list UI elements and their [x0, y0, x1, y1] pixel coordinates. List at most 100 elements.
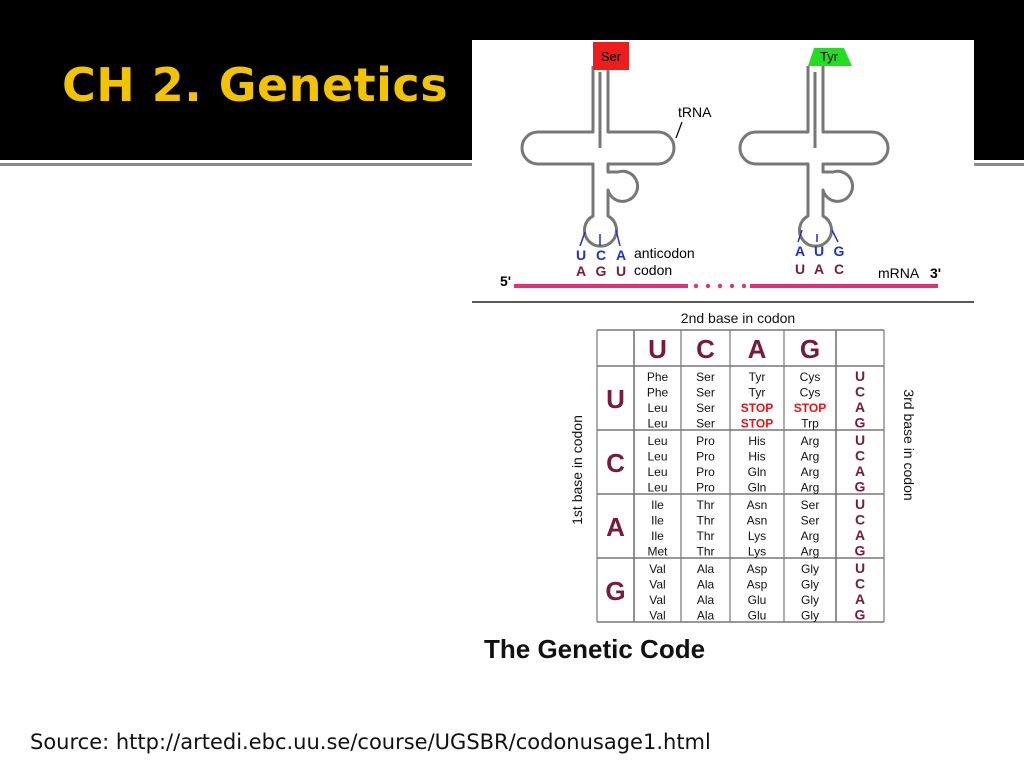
amino-acid: Arg [801, 450, 820, 464]
genetic-code-figure: Ser U C A A G U tRNA anticodon codon Tyr… [472, 40, 974, 680]
source-citation: Source: http://artedi.ebc.uu.se/course/U… [30, 730, 711, 754]
second-base-header: C [696, 334, 715, 364]
amino-acid: Ser [696, 386, 715, 400]
amino-acid: Ile [651, 514, 664, 528]
third-base-cell: G [855, 415, 866, 431]
third-base-cell: C [855, 576, 865, 592]
amino-acid: Thr [697, 498, 715, 512]
codon-left-base-1: A [576, 263, 586, 279]
anticodon-right-base-3: G [834, 243, 845, 259]
amino-acid: Arg [801, 481, 820, 495]
amino-acid: His [748, 450, 765, 464]
amino-acid: Leu [647, 481, 667, 495]
amino-acid: Leu [647, 465, 667, 479]
trna-label-pointer [675, 121, 683, 139]
amino-acid: Leu [647, 417, 667, 431]
codon-label: codon [634, 262, 672, 278]
amino-acid: Ala [697, 578, 715, 592]
amino-acid: Pro [696, 481, 715, 495]
amino-acid: Ser [801, 498, 820, 512]
codon-right-base-3: C [834, 261, 844, 277]
amino-acid: Asp [747, 562, 768, 576]
amino-acid-tag-right [808, 48, 852, 66]
third-base-cell: C [855, 384, 865, 400]
figure-canvas: Ser U C A A G U tRNA anticodon codon Tyr… [472, 42, 974, 664]
third-base-label: 3rd base in codon [901, 389, 917, 500]
second-base-header: G [800, 334, 820, 364]
amino-acid: Phe [647, 386, 669, 400]
third-base-cell: A [855, 527, 865, 543]
amino-acid: Ala [697, 562, 715, 576]
codon-right-base-2: A [814, 261, 824, 277]
third-base-cell: C [855, 448, 865, 464]
amino-acid: Glu [748, 593, 767, 607]
amino-acid: Leu [647, 434, 667, 448]
first-base-label-cell: A [606, 512, 625, 542]
third-base-cell: U [855, 432, 865, 448]
first-base-label: 1st base in codon [569, 415, 585, 525]
amino-acid: Gly [801, 578, 819, 592]
amino-acid: Ser [696, 370, 715, 384]
third-base-cell: A [855, 463, 865, 479]
amino-acid: Arg [801, 529, 820, 543]
amino-acid: Gly [801, 562, 819, 576]
three-prime-label: 3' [930, 265, 941, 281]
amino-acid: His [748, 434, 765, 448]
amino-acid: Cys [800, 370, 821, 384]
second-base-header: U [648, 334, 667, 364]
anticodon-left-base-2: C [596, 247, 606, 263]
stop-codon: STOP [794, 401, 826, 415]
amino-acid-right-label: Tyr [820, 49, 839, 64]
amino-acid: Arg [801, 545, 820, 559]
amino-acid: Thr [697, 514, 715, 528]
amino-acid: Phe [647, 370, 669, 384]
amino-acid: Ala [697, 609, 715, 623]
amino-acid: Asn [747, 514, 768, 528]
five-prime-label: 5' [500, 273, 511, 289]
amino-acid: Glu [748, 609, 767, 623]
amino-acid: Ile [651, 529, 664, 543]
mrna-label: mRNA [878, 265, 920, 281]
amino-acid: Ser [801, 514, 820, 528]
amino-acid: Val [649, 609, 665, 623]
amino-acid: Val [649, 562, 665, 576]
second-base-label: 2nd base in codon [681, 310, 795, 326]
third-base-cell: A [855, 399, 865, 415]
anticodon-left-lines [579, 229, 621, 247]
third-base-cell: G [855, 607, 866, 623]
amino-acid: Gln [748, 481, 767, 495]
amino-acid: Thr [697, 545, 715, 559]
anticodon-right-base-2: U [814, 243, 824, 259]
mrna-gap-dots [693, 283, 747, 289]
figure-caption: The Genetic Code [484, 634, 705, 664]
stop-codon: STOP [741, 401, 773, 415]
amino-acid: Leu [647, 401, 667, 415]
third-base-cell: A [855, 591, 865, 607]
amino-acid-tag-left [593, 42, 629, 70]
anticodon-left-base-3: A [616, 247, 626, 263]
amino-acid: Arg [801, 465, 820, 479]
anticodon-right-lines [797, 229, 839, 243]
trna-left [520, 66, 676, 248]
amino-acid: Gly [801, 593, 819, 607]
amino-acid: Val [649, 578, 665, 592]
amino-acid: Val [649, 593, 665, 607]
trna-right [738, 66, 890, 248]
third-base-cell: C [855, 512, 865, 528]
codon-left-base-2: G [596, 263, 607, 279]
amino-acid: Met [647, 545, 668, 559]
amino-acid: Ser [696, 417, 715, 431]
first-base-label-cell: U [606, 384, 625, 414]
anticodon-label: anticodon [634, 245, 695, 261]
amino-acid: Ala [697, 593, 715, 607]
second-base-header: A [748, 334, 767, 364]
stop-codon: STOP [741, 417, 773, 431]
third-base-cell: U [855, 496, 865, 512]
amino-acid: Tyr [749, 386, 766, 400]
third-base-cell: U [855, 560, 865, 576]
amino-acid: Pro [696, 465, 715, 479]
amino-acid: Trp [801, 417, 819, 431]
amino-acid: Pro [696, 434, 715, 448]
trna-right-outline [738, 66, 890, 248]
